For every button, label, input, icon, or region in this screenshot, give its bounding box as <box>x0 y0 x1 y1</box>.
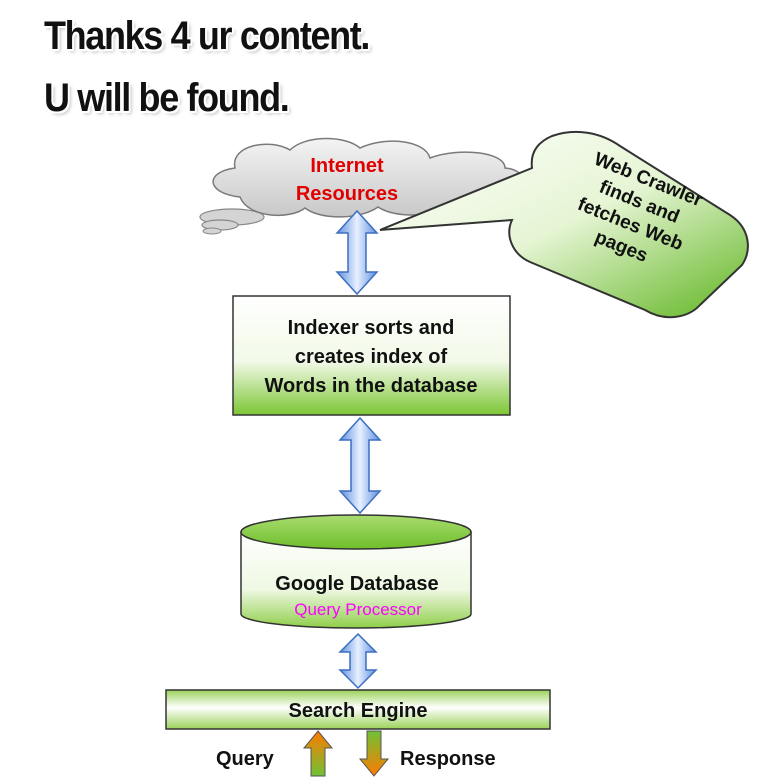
query-label: Query <box>216 748 275 770</box>
database-subtitle: Query Processor <box>294 600 422 619</box>
cloud-title-line-1: Internet <box>310 155 384 177</box>
web-crawler-callout: Web Crawler finds and fetches Web pages <box>379 130 749 319</box>
google-database-cylinder: Google Database Query Processor <box>240 514 472 629</box>
indexer-line-3: Words in the database <box>264 375 477 397</box>
response-down-arrow <box>358 730 390 777</box>
caption-line-1: Thanks 4 ur content. <box>44 14 370 58</box>
caption-line-2: U will be found. <box>44 76 290 120</box>
double-arrow-database-search <box>338 632 378 690</box>
database-title: Google Database <box>275 573 438 595</box>
search-engine-label: Search Engine <box>289 700 428 722</box>
query-up-arrow <box>302 730 334 777</box>
cloud-title-line-2: Resources <box>296 183 398 205</box>
double-arrow-indexer-database <box>338 416 382 515</box>
indexer-box: Indexer sorts and creates index of Words… <box>232 295 511 416</box>
search-engine-bar: Search Engine <box>165 689 551 730</box>
indexer-line-1: Indexer sorts and <box>288 317 455 339</box>
response-label: Response <box>400 748 496 770</box>
double-arrow-cloud-indexer <box>335 209 379 296</box>
indexer-line-2: creates index of <box>295 346 448 368</box>
